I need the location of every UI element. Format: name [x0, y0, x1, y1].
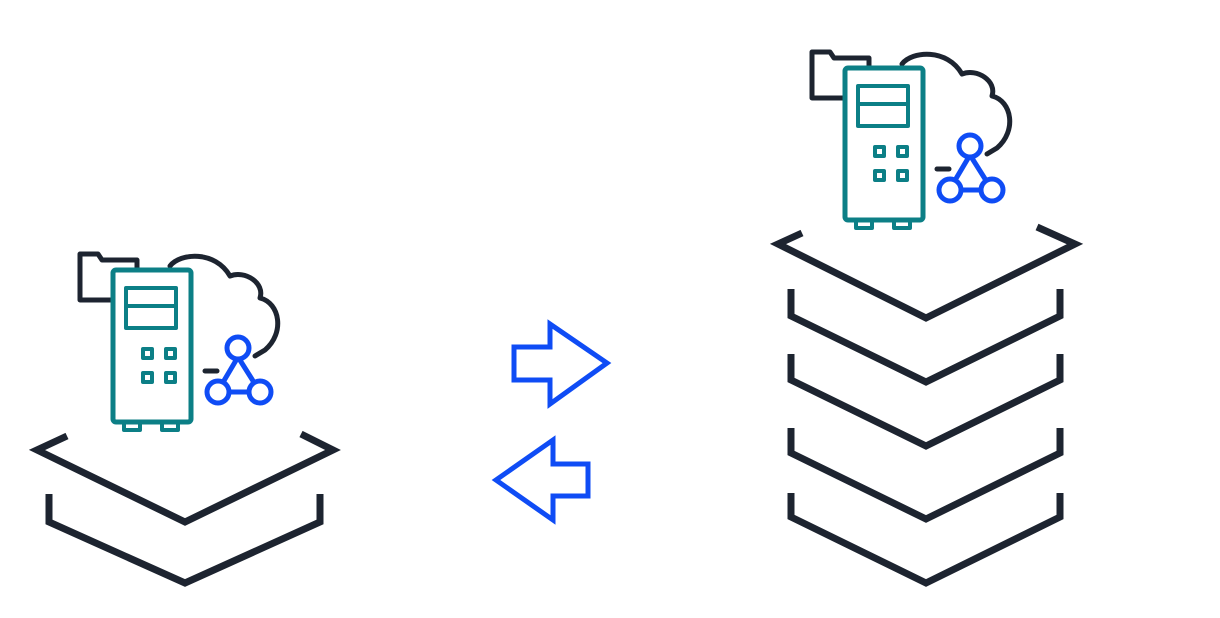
stack-layer — [787, 428, 1064, 523]
stack-layer — [787, 289, 1064, 386]
stack-layer — [787, 493, 1064, 587]
right-stack — [769, 52, 1084, 587]
stack-layer — [45, 494, 324, 587]
stack-top-layer — [769, 223, 1084, 322]
arrow-left-icon — [491, 435, 591, 525]
arrows — [491, 319, 612, 525]
cloud-server-network-icon — [812, 52, 1010, 228]
stack-layer — [787, 354, 1064, 450]
cloud-server-network-icon — [80, 254, 278, 430]
left-stack — [28, 254, 341, 587]
stack-top-layer — [28, 430, 341, 526]
arrow-right-icon — [511, 319, 612, 409]
